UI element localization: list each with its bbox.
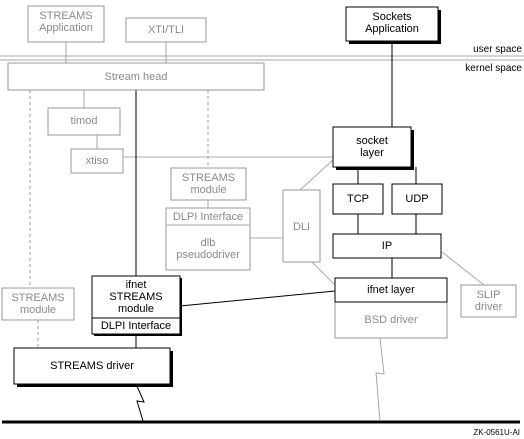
udp-label: UDP (405, 193, 429, 205)
dlb-pseudodriver-box (165, 207, 251, 271)
lightning-connector-left (135, 383, 145, 422)
ifnet-streams-module-box (91, 275, 181, 335)
streams-driver-label: STREAMS driver (50, 360, 134, 372)
tcp-box (332, 183, 384, 215)
bsd-driver-label: BSD driver (364, 314, 418, 326)
ifnet-layer-box (334, 277, 448, 303)
streams-application-box (27, 5, 105, 43)
stream-head-box (7, 62, 265, 91)
streams-driver-box (13, 347, 171, 385)
connector-ip-slip (441, 251, 485, 286)
user-space-label: user space (473, 44, 522, 55)
timod-box (47, 107, 121, 136)
ip-label: IP (381, 240, 393, 252)
xti-tli-label: XTI/TLI (147, 24, 185, 36)
lightning-connector-right (375, 337, 385, 422)
dlb-pseudodriver-label: dlb pseudodriver (176, 237, 240, 261)
tcp-label: TCP (347, 193, 369, 205)
streams-module-top-box (170, 167, 247, 201)
sockets-application-label: Sockets Application (365, 11, 419, 35)
xti-tli-box (125, 17, 207, 43)
streams-application-label: STREAMS Application (39, 10, 93, 34)
stream-head-label: Stream head (104, 71, 168, 83)
ip-box (332, 233, 442, 259)
slip-driver-box (460, 284, 517, 318)
connector-dli-ifnet (311, 261, 336, 286)
xtiso-label: xtiso (85, 155, 109, 167)
slip-driver-label: SLIP driver (474, 289, 503, 313)
timod-label: timod (70, 115, 98, 127)
xtiso-box (70, 148, 124, 174)
streams-module-top-label: STREAMS module (181, 172, 236, 196)
connector-socket-dli (299, 159, 334, 191)
figure-id-label: ZK-0561U-AI (473, 428, 520, 437)
dli-label: DLI (292, 221, 311, 233)
socket-layer-label: socket layer (356, 135, 388, 159)
connector-ifnet-module-ifnet-layer (179, 290, 336, 307)
dli-box (282, 189, 321, 263)
dlpi-interface-bottom-label: DLPI Interface (100, 320, 172, 332)
streams-module-left-label: STREAMS module (11, 292, 65, 316)
udp-box (391, 183, 443, 215)
streams-module-left-box (1, 287, 75, 321)
sockets-application-box (345, 6, 439, 42)
dlpi-interface-top-label: DLPI Interface (172, 211, 244, 223)
ifnet-layer-label: ifnet layer (367, 284, 415, 296)
kernel-space-label: kernel space (465, 63, 522, 74)
ifnet-streams-module-label: ifnet STREAMS module (109, 279, 163, 315)
socket-layer-box (332, 126, 412, 168)
